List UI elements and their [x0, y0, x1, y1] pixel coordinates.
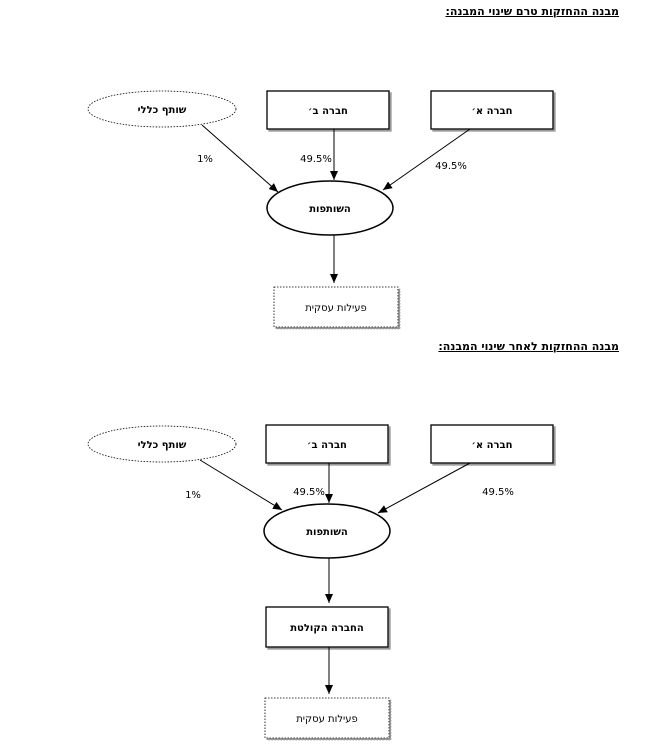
label-absorbing-company-after: החברה הקולטת [290, 623, 364, 634]
node-business-activity-before: פעילות עסקית [273, 286, 399, 328]
node-company-b-after: חברה ב׳ [265, 424, 389, 464]
label-company-a-before: חברה א׳ [471, 106, 512, 117]
pct-company-a-after: 49.5% [482, 487, 514, 498]
label-business-activity-after: פעילות עסקית [296, 714, 358, 725]
node-general-partner-before: שותף כללי [87, 90, 237, 128]
node-absorbing-company-after: החברה הקולטת [265, 606, 389, 648]
arrow-general-partner-to-partnership-after [199, 459, 283, 511]
label-company-a-after: חברה א׳ [471, 440, 512, 451]
node-business-activity-after: פעילות עסקית [264, 697, 390, 739]
label-partnership-after: השותפות [306, 527, 348, 538]
node-company-a-before: חברה א׳ [430, 90, 554, 130]
node-partnership-before: השותפות [266, 180, 394, 236]
pct-company-b-after: 49.5% [293, 487, 325, 498]
arrow-company-a-to-partnership-before [382, 128, 471, 191]
label-company-b-after: חברה ב׳ [307, 440, 347, 451]
arrow-company-a-to-partnership-after [377, 462, 471, 514]
arrow-general-partner-to-partnership-before [201, 124, 279, 193]
heading-after-restructure: מבנה ההחזקות לאחר שינוי המבנה: [438, 340, 619, 353]
heading-before-restructure: מבנה ההחזקות טרם שינוי המבנה: [445, 5, 620, 18]
pct-general-partner-after: 1% [185, 490, 201, 501]
node-general-partner-after: שותף כללי [87, 425, 237, 463]
pct-company-a-before: 49.5% [435, 161, 467, 172]
label-business-activity-before: פעילות עסקית [305, 303, 367, 314]
pct-general-partner-before: 1% [197, 154, 213, 165]
diagram-after: שותף כללי חברה ב׳ חברה א׳ השותפות החברה … [87, 424, 554, 739]
node-partnership-after: השותפות [263, 503, 391, 559]
label-general-partner-after: שותף כללי [138, 440, 187, 451]
label-general-partner-before: שותף כללי [138, 105, 187, 116]
label-partnership-before: השותפות [309, 204, 351, 215]
node-company-a-after: חברה א׳ [430, 424, 554, 464]
node-company-b-before: חברה ב׳ [266, 90, 390, 130]
pct-company-b-before: 49.5% [300, 154, 332, 165]
diagram-before: שותף כללי חברה ב׳ חברה א׳ השותפות פעילות… [87, 90, 554, 328]
label-company-b-before: חברה ב׳ [308, 106, 348, 117]
